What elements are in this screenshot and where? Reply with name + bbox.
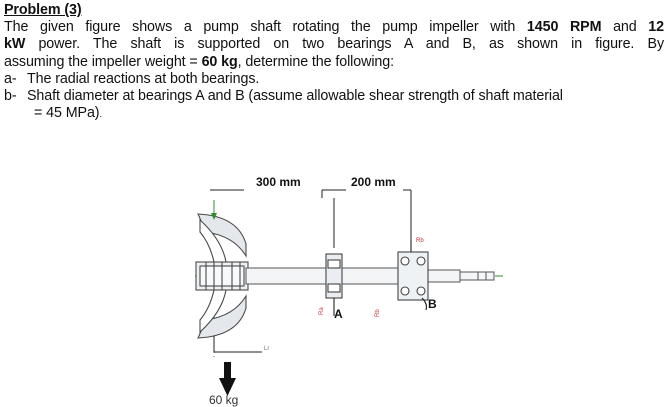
- item-a-text: The radial reactions at both bearings.: [27, 70, 260, 87]
- item-b: b- Shaft diameter at bearings A and B (as…: [4, 88, 664, 105]
- power-value: 12: [648, 19, 664, 36]
- item-b-text: Shaft diameter at bearings A and B (assu…: [27, 88, 563, 105]
- item-a-marker: a-: [4, 70, 17, 87]
- item-b-continued: = 45 MPa).: [34, 105, 102, 122]
- problem-line-1: The given figure shows a pump shaft rota…: [4, 19, 664, 36]
- problem-line-3: assuming the impeller weight = 60 kg, de…: [4, 53, 394, 70]
- ra-label: Ra: [319, 307, 325, 315]
- dim-300-label: 300 mm: [256, 175, 301, 189]
- rb-label: Rb: [416, 238, 424, 244]
- bearing-a-label: A: [334, 307, 343, 321]
- leader-lines: [213, 336, 262, 353]
- bearing-b: [397, 240, 429, 311]
- item-b-marker: b-: [4, 88, 17, 105]
- problem-title: Problem (3): [4, 2, 82, 18]
- lr-label: Lr: [264, 346, 269, 352]
- rb-label-vertical: Rb: [375, 309, 381, 317]
- load-label: 60 kg: [209, 393, 238, 407]
- impeller: [195, 213, 249, 339]
- item-a: a- The radial reactions at both bearings.: [4, 71, 664, 88]
- bearing-b-label: B: [428, 297, 437, 311]
- weight-value: 60 kg: [201, 53, 238, 70]
- rpm-value: 1450 RPM: [526, 19, 602, 36]
- bearing-a: [325, 253, 343, 316]
- load-arrow: [219, 362, 236, 396]
- dim-200-label: 200 mm: [351, 175, 396, 189]
- problem-line-2: kW power. The shaft is supported on two …: [4, 36, 664, 53]
- problem-statement: Problem (3) The given figure shows a pum…: [4, 2, 664, 123]
- shaft: [245, 267, 495, 285]
- dimension-lines: [210, 189, 412, 248]
- top-arrow: [211, 200, 217, 220]
- power-unit: kW: [4, 36, 26, 53]
